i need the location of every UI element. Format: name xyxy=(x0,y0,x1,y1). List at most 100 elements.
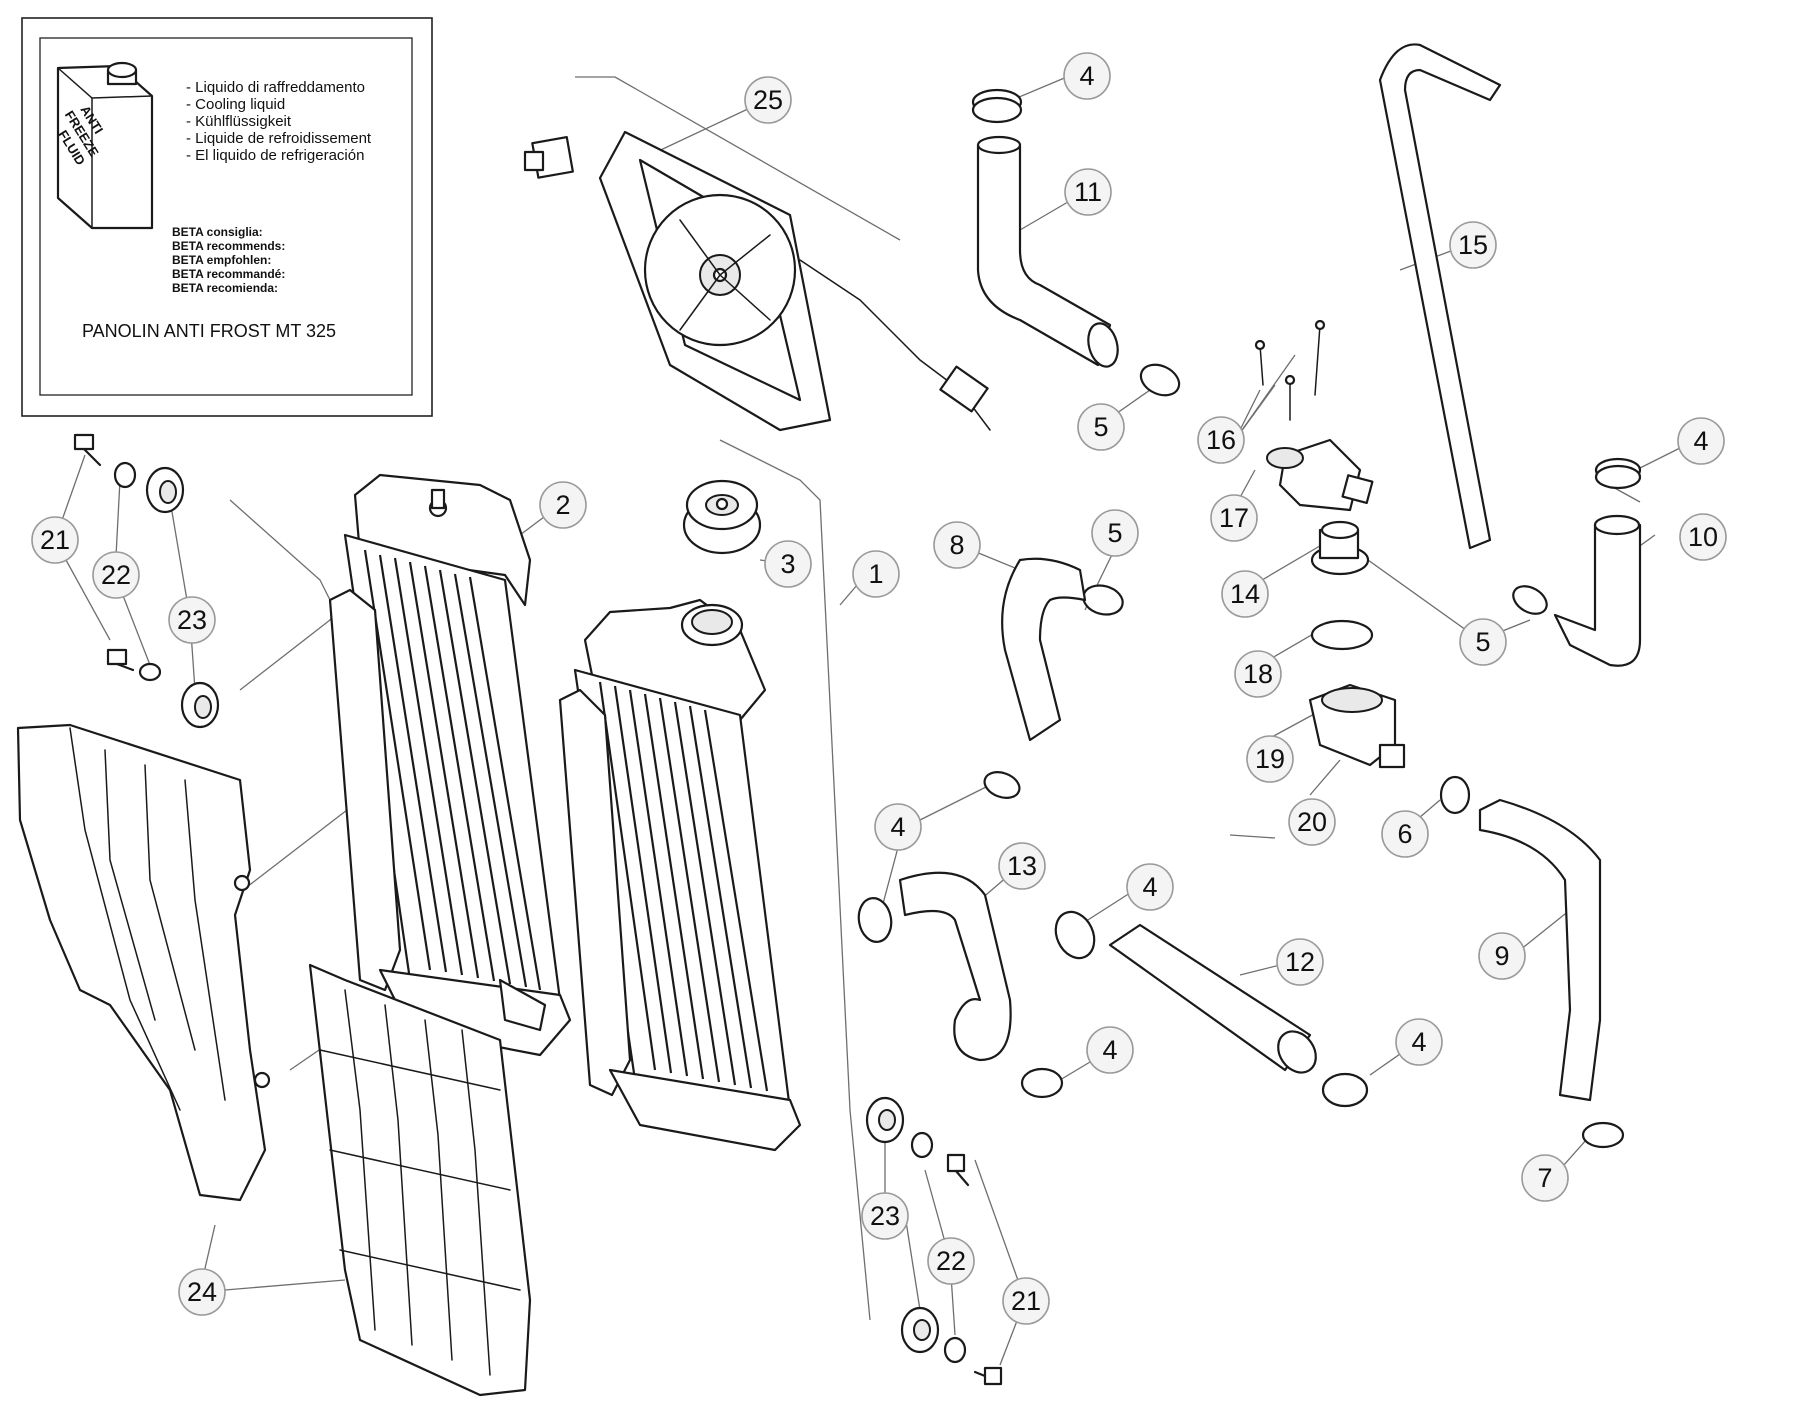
callout-5-top: 5 xyxy=(1077,403,1125,451)
hose-clamp-4-bottom-right xyxy=(1321,1072,1369,1108)
left-radiator xyxy=(328,473,572,1057)
callout-15: 15 xyxy=(1449,221,1497,269)
callout-14: 14 xyxy=(1221,570,1269,618)
cooling-fan-assembly xyxy=(523,130,991,432)
hose-9 xyxy=(1478,798,1602,1102)
callout-1: 1 xyxy=(852,550,900,598)
callout-16: 16 xyxy=(1197,416,1245,464)
svg-text:6: 6 xyxy=(1397,819,1412,849)
svg-text:5: 5 xyxy=(1475,627,1490,657)
callout-7: 7 xyxy=(1521,1154,1569,1202)
hose-clamp-5-top xyxy=(1139,363,1181,397)
svg-text:5: 5 xyxy=(1107,518,1122,548)
fluid-name-de: - Kühlflüssigkeit xyxy=(186,113,292,130)
svg-text:22: 22 xyxy=(936,1246,966,1276)
callout-23-bottom: 23 xyxy=(861,1192,909,1240)
svg-text:19: 19 xyxy=(1255,744,1285,774)
mounting-hardware-bottom-right xyxy=(865,1096,1003,1386)
callout-12: 12 xyxy=(1276,938,1324,986)
callout-18: 18 xyxy=(1234,650,1282,698)
right-radiator xyxy=(558,598,802,1152)
callout-21-bottom: 21 xyxy=(1002,1277,1050,1325)
svg-text:22: 22 xyxy=(101,560,131,590)
recommended-product: PANOLIN ANTI FROST MT 325 xyxy=(82,321,336,341)
callout-11: 11 xyxy=(1064,168,1112,216)
recommends-it: BETA consiglia: xyxy=(172,225,263,239)
callout-3: 3 xyxy=(764,540,812,588)
svg-text:8: 8 xyxy=(949,530,964,560)
svg-text:25: 25 xyxy=(753,85,783,115)
svg-text:1: 1 xyxy=(868,559,883,589)
svg-text:4: 4 xyxy=(1079,61,1094,91)
svg-text:5: 5 xyxy=(1093,412,1108,442)
fluid-name-fr: - Liquide de refroidissement xyxy=(186,130,372,147)
callout-23-top-left: 23 xyxy=(168,596,216,644)
screws-16 xyxy=(1254,319,1326,421)
svg-text:4: 4 xyxy=(890,812,905,842)
antifreeze-can-icon: ANTI FREEZE FLUID xyxy=(55,61,154,230)
svg-text:4: 4 xyxy=(1142,872,1157,902)
svg-text:18: 18 xyxy=(1243,659,1273,689)
o-ring-18 xyxy=(1310,619,1374,651)
recommends-fr: BETA recommandé: xyxy=(172,267,285,281)
svg-text:4: 4 xyxy=(1411,1027,1426,1057)
thermostat xyxy=(1310,520,1370,576)
coolant-info-box: ANTI FREEZE FLUID - Liquido di raffredda… xyxy=(21,17,433,417)
svg-text:14: 14 xyxy=(1230,579,1260,609)
callout-22-top-left: 22 xyxy=(92,551,140,599)
svg-text:21: 21 xyxy=(1011,1286,1041,1316)
callout-13: 13 xyxy=(998,842,1046,890)
callout-20: 20 xyxy=(1288,798,1336,846)
callout-21-top-left: 21 xyxy=(31,516,79,564)
hose-clamp-4-right-top xyxy=(1594,457,1642,490)
svg-text:17: 17 xyxy=(1219,503,1249,533)
callout-9: 9 xyxy=(1478,932,1526,980)
fluid-name-es: - El liquido de refrigeración xyxy=(186,147,364,164)
callout-10: 10 xyxy=(1679,513,1727,561)
hose-11 xyxy=(976,135,1119,368)
callout-19: 19 xyxy=(1246,735,1294,783)
radiator-cap xyxy=(682,479,762,555)
recommends-es: BETA recomienda: xyxy=(172,281,278,295)
hose-clamp-5-mid xyxy=(1082,584,1124,616)
callout-4-lower-left: 4 xyxy=(1086,1026,1134,1074)
hose-10 xyxy=(1553,514,1642,667)
callout-4-mid: 4 xyxy=(1126,863,1174,911)
callout-22-bottom: 22 xyxy=(927,1237,975,1285)
hose-13 xyxy=(898,871,1012,1062)
svg-text:16: 16 xyxy=(1206,425,1236,455)
fitting-6 xyxy=(1439,775,1471,815)
fluid-name-it: - Liquido di raffreddamento xyxy=(186,79,365,96)
clamp-7 xyxy=(1581,1121,1625,1149)
svg-text:11: 11 xyxy=(1074,177,1102,207)
callout-25: 25 xyxy=(744,76,792,124)
mounting-hardware-top-left xyxy=(73,433,220,729)
thermostat-housing xyxy=(1266,438,1374,512)
callout-4-mid-left: 4 xyxy=(874,803,922,851)
hose-clamp-4-top xyxy=(971,88,1023,124)
svg-text:13: 13 xyxy=(1007,851,1037,881)
svg-text:15: 15 xyxy=(1458,230,1488,260)
hose-clamp-4-center-lower xyxy=(1054,910,1096,960)
callout-4-lower-right: 4 xyxy=(1395,1018,1443,1066)
part-callouts: 1 2 3 4 4 4 4 4 4 5 5 5 6 7 8 9 10 11 12… xyxy=(31,52,1727,1325)
svg-text:3: 3 xyxy=(780,549,795,579)
radiator-grille xyxy=(308,963,532,1397)
svg-text:23: 23 xyxy=(177,605,207,635)
callout-2: 2 xyxy=(539,481,587,529)
callout-17: 17 xyxy=(1210,494,1258,542)
left-radiator-fins xyxy=(363,549,542,991)
callout-24: 24 xyxy=(178,1268,226,1316)
hose-clamp-5-right xyxy=(1512,585,1548,615)
hose-8 xyxy=(1001,557,1087,742)
svg-text:2: 2 xyxy=(555,490,570,520)
svg-text:23: 23 xyxy=(870,1201,900,1231)
recommends-de: BETA empfohlen: xyxy=(172,253,271,267)
svg-text:21: 21 xyxy=(40,525,70,555)
right-radiator-fins xyxy=(598,681,769,1092)
callout-8: 8 xyxy=(933,521,981,569)
callout-4-right: 4 xyxy=(1677,417,1725,465)
svg-text:4: 4 xyxy=(1102,1035,1117,1065)
hose-15 xyxy=(1378,43,1502,550)
